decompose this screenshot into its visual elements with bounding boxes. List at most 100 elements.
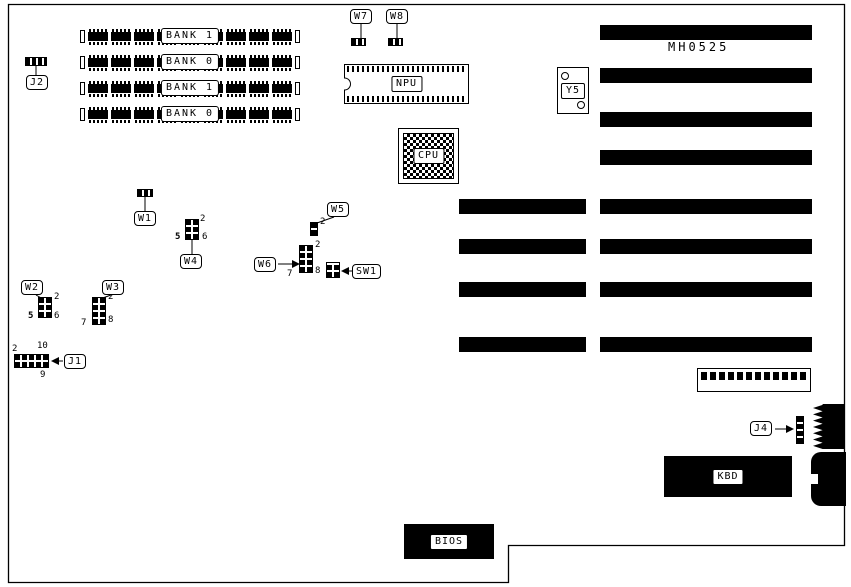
isa-slot-extension: [459, 282, 586, 297]
isa-slot: [600, 112, 812, 127]
memory-chip: [226, 54, 246, 71]
socket-clip: [80, 82, 85, 95]
pin-number-w4-5: 5: [175, 232, 181, 242]
memory-bank-row: BANK 1: [79, 79, 301, 98]
memory-chip: [111, 80, 131, 97]
isa-slot: [600, 150, 812, 165]
y5-label: Y5: [560, 82, 586, 99]
socket-clip: [295, 108, 300, 121]
label-j4: J4: [750, 421, 773, 436]
pin-number-w3-2: 2: [108, 292, 114, 302]
npu-label: NPU: [390, 76, 423, 92]
arrow-heads: [51, 260, 794, 433]
pin-number-w3-8: 8: [108, 315, 114, 325]
memory-chip: [134, 80, 154, 97]
memory-chip: [134, 28, 154, 45]
label-j1: J1: [64, 354, 87, 369]
socket-clip: [80, 56, 85, 69]
label-w7: W7: [350, 9, 373, 24]
jumper-w1-pins: [137, 189, 153, 197]
memory-bank-row: BANK 1: [79, 27, 301, 46]
pin-number-w2-2: 2: [54, 292, 60, 302]
label-w3: W3: [102, 280, 125, 295]
pin-number-j1-9: 9: [40, 370, 46, 380]
memory-chip: [226, 28, 246, 45]
j4-header-pins: [796, 416, 804, 444]
connector-lines: [35, 24, 786, 430]
memory-chip: [134, 106, 154, 123]
isa-slot: [600, 239, 812, 254]
pin-number-w4-2: 2: [200, 214, 206, 224]
memory-chip: [111, 28, 131, 45]
isa-slot: [600, 337, 812, 352]
memory-chip: [249, 80, 269, 97]
memory-chip: [272, 54, 292, 71]
isa-slot-extension: [459, 337, 586, 352]
pin-number-w5-2: 2: [320, 217, 326, 227]
label-w5: W5: [327, 202, 350, 217]
memory-chip: [272, 106, 292, 123]
isa-slot: [600, 199, 812, 214]
pin-number-j1-2: 2: [12, 344, 18, 354]
memory-chip: [272, 28, 292, 45]
socket-clip: [295, 30, 300, 43]
pin-number-w6-2: 2: [315, 240, 321, 250]
label-w2: W2: [21, 280, 44, 295]
memory-chip: [88, 106, 108, 123]
isa-slot-extension: [459, 199, 586, 214]
pin-number-w2-5: 5: [28, 311, 34, 321]
pin-number-j1-10: 10: [37, 341, 48, 351]
board-part-number: MH0525: [668, 40, 730, 54]
label-w1: W1: [134, 211, 157, 226]
pin-number-w3-7: 7: [81, 318, 87, 328]
memory-chip: [249, 28, 269, 45]
memory-bank-label: BANK 0: [160, 54, 220, 70]
label-w8: W8: [386, 9, 409, 24]
memory-chip: [249, 54, 269, 71]
jumper-w2-pins: [38, 297, 52, 318]
socket-clip: [295, 56, 300, 69]
jumper-w4-pins: [185, 219, 199, 240]
memory-chip: [111, 106, 131, 123]
pin-number-w6-8: 8: [315, 266, 321, 276]
memory-chip: [111, 54, 131, 71]
sw1-dip-switch: [326, 262, 340, 278]
label-w4: W4: [180, 254, 203, 269]
cpu-socket: CPU: [398, 128, 459, 184]
pin-number-w6-7: 7: [287, 269, 293, 279]
cpu-label: CPU: [412, 148, 445, 164]
pin-number-w4-6: 6: [202, 232, 208, 242]
memory-bank-label: BANK 1: [160, 28, 220, 44]
jumper-w6-pins: [299, 245, 313, 273]
memory-chip: [226, 80, 246, 97]
isa-slot: [600, 282, 812, 297]
kbd-controller-chip: KBD: [664, 456, 792, 497]
memory-bank-row: BANK 0: [79, 105, 301, 124]
memory-chip: [134, 54, 154, 71]
j2-header-pins: [25, 57, 47, 66]
label-j2: J2: [26, 75, 49, 90]
jumper-w5-pins: [310, 222, 318, 236]
npu-socket: NPU: [344, 64, 469, 104]
jumper-w3-pins: [92, 297, 106, 325]
label-w6: W6: [254, 257, 277, 272]
crystal-pin: [561, 72, 569, 80]
jumper-w8-pins: [388, 38, 403, 46]
crystal-y5: Y5: [557, 67, 589, 114]
bios-chip: BIOS: [404, 524, 494, 559]
jumper-w7-pins: [351, 38, 366, 46]
memory-bank-row: BANK 0: [79, 53, 301, 72]
memory-bank-label: BANK 1: [160, 80, 220, 96]
isa-slot-extension: [459, 239, 586, 254]
socket-clip: [80, 30, 85, 43]
memory-chip: [226, 106, 246, 123]
keyboard-din-connector: [811, 452, 846, 506]
pin-number-w2-6: 6: [54, 311, 60, 321]
power-connector: [697, 368, 811, 392]
socket-clip: [295, 82, 300, 95]
isa-slot: [600, 25, 812, 40]
memory-bank-label: BANK 0: [160, 106, 220, 122]
j1-header-pins: [14, 354, 49, 368]
